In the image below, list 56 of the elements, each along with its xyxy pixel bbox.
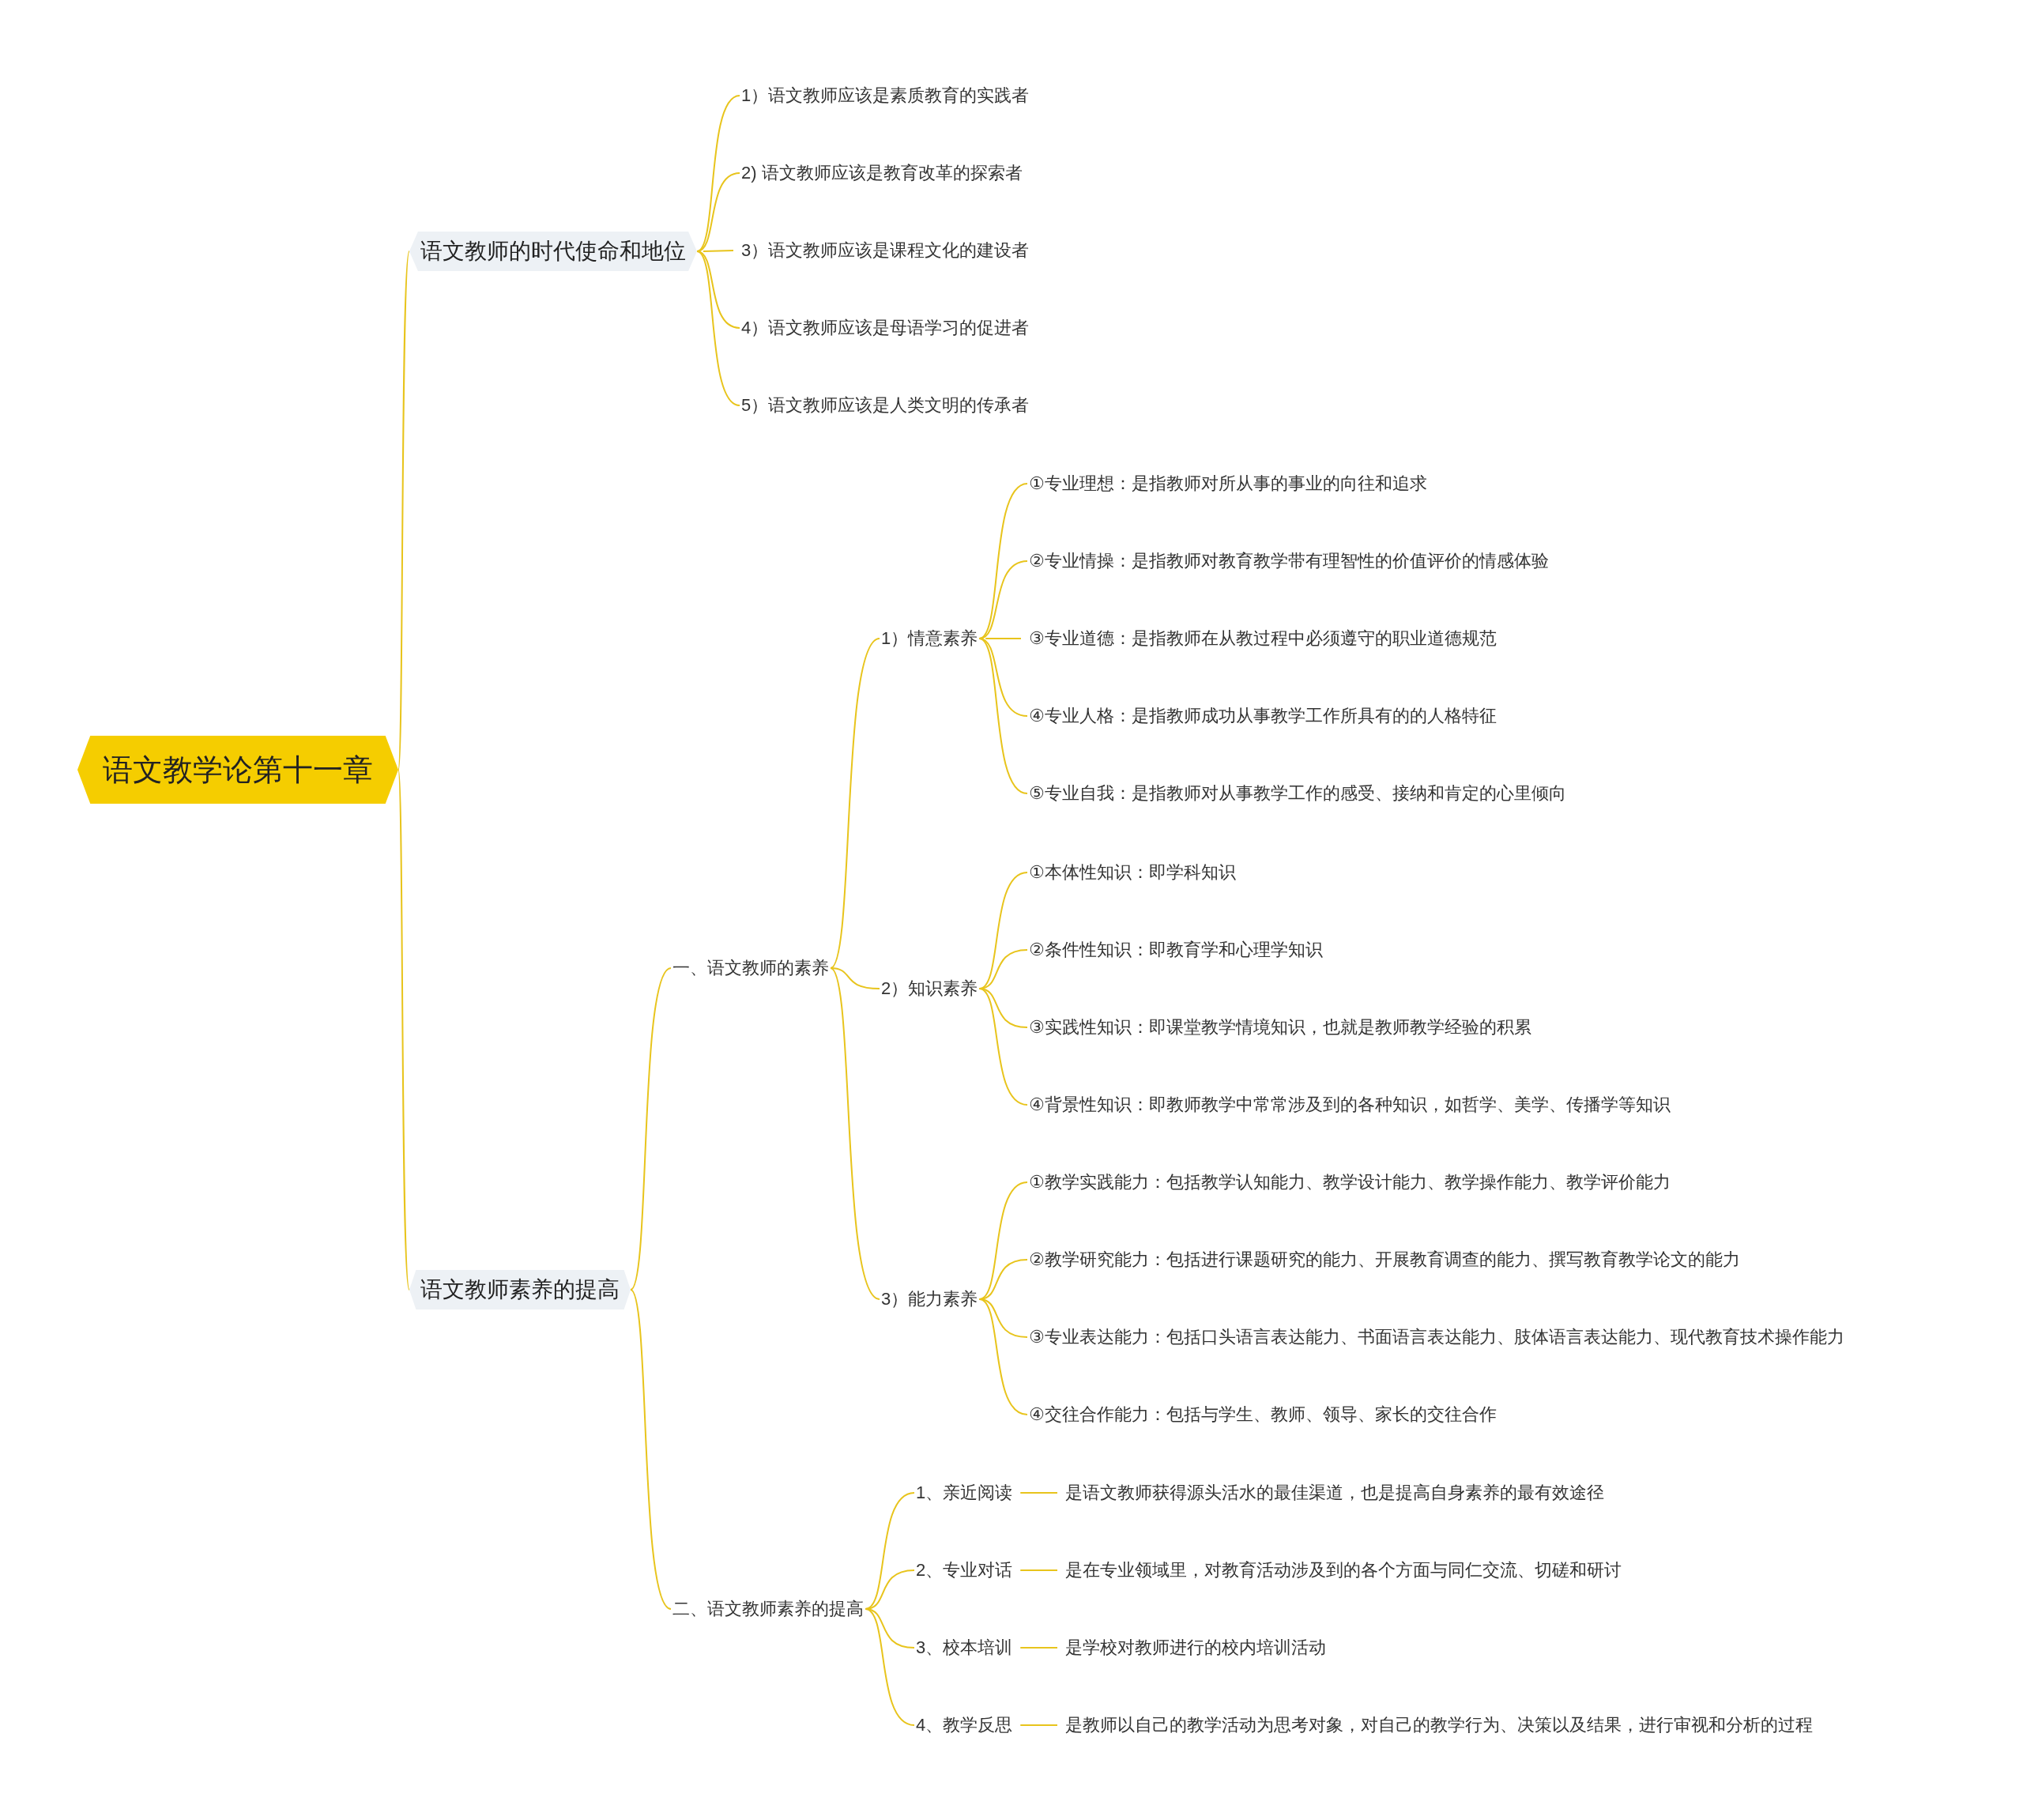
topic-label: ①专业理想：是指教师对所从事的事业的向往和追求 — [1027, 470, 1429, 497]
branch-topic: 语文教师素养的提高 — [409, 1270, 631, 1309]
connector-line — [397, 769, 410, 1291]
topic-label: ①教学实践能力：包括教学认知能力、教学设计能力、教学操作能力、教学评价能力 — [1027, 1169, 1672, 1196]
connector-line — [703, 250, 734, 252]
topic-label: ④专业人格：是指教师成功从事教学工作所具有的的人格特征 — [1027, 703, 1498, 729]
connector-line — [830, 638, 880, 969]
topic-label: 1、亲近阅读 — [914, 1479, 1015, 1506]
connector-line — [865, 1608, 915, 1726]
topic-label: 4）语文教师应该是母语学习的促进者 — [740, 315, 1031, 341]
connector-line — [865, 1492, 915, 1610]
connector-line — [978, 1298, 1028, 1415]
topic-label: 二、语文教师素养的提高 — [671, 1596, 865, 1622]
connector-line — [1019, 1647, 1058, 1649]
topic-label: ④交往合作能力：包括与学生、教师、领导、家长的交往合作 — [1027, 1401, 1498, 1428]
topic-label: 1）情意素养 — [880, 625, 980, 652]
topic-label: ②专业情操：是指教师对教育教学带有理智性的价值评价的情感体验 — [1027, 548, 1550, 575]
topic-label: ②条件性知识：即教育学和心理学知识 — [1027, 936, 1324, 963]
topic-label: ④背景性知识：即教师教学中常常涉及到的各种知识，如哲学、美学、传播学等知识 — [1027, 1091, 1672, 1118]
connector-line — [830, 967, 880, 989]
topic-label: 2）知识素养 — [880, 975, 980, 1002]
topic-label: 是教师以自己的教学活动为思考对象，对自己的教学行为、决策以及结果，进行审视和分析的过程 — [1064, 1712, 1814, 1739]
connector-line — [696, 251, 740, 406]
topic-label: 4、教学反思 — [914, 1712, 1015, 1739]
topic-label: 是语文教师获得源头活水的最佳渠道，也是提高自身素养的最有效途径 — [1064, 1479, 1606, 1506]
connector-line — [1019, 1724, 1058, 1726]
central-topic: 语文教学论第十一章 — [77, 736, 398, 804]
connector-line — [397, 251, 410, 771]
topic-label: 3、校本培训 — [914, 1634, 1015, 1661]
topic-label: 2) 语文教师应该是教育改革的探索者 — [740, 160, 1024, 187]
topic-label: 3）能力素养 — [880, 1286, 980, 1313]
connector-line — [978, 483, 1028, 639]
topic-label: ①本体性知识：即学科知识 — [1027, 859, 1238, 886]
connector-line — [1019, 1569, 1058, 1571]
topic-label: 3）语文教师应该是课程文化的建设者 — [740, 237, 1031, 264]
connector-line — [978, 638, 1028, 794]
topic-label: 是学校对教师进行的校内培训活动 — [1064, 1634, 1328, 1661]
connector-line — [630, 967, 672, 1291]
branch-topic: 语文教师的时代使命和地位 — [409, 232, 697, 271]
topic-label: ③专业表达能力：包括口头语言表达能力、书面语言表达能力、肢体语言表达能力、现代教育技术操作能力 — [1027, 1324, 1846, 1351]
connector-line — [696, 251, 740, 329]
connector-line — [978, 988, 1028, 1106]
connector-line — [830, 967, 880, 1300]
connector-line — [1019, 1492, 1058, 1494]
topic-label: 是在专业领域里，对教育活动涉及到的各个方面与同仁交流、切磋和研讨 — [1064, 1557, 1623, 1584]
topic-label: 一、语文教师的素养 — [671, 955, 831, 982]
topic-label: ⑤专业自我：是指教师对从事教学工作的感受、接纳和肯定的心里倾向 — [1027, 780, 1568, 807]
connector-line — [696, 172, 740, 252]
connector-line — [630, 1289, 672, 1610]
topic-label: 2、专业对话 — [914, 1557, 1015, 1584]
topic-label: ③专业道德：是指教师在从教过程中必须遵守的职业道德规范 — [1027, 625, 1498, 652]
topic-label: ②教学研究能力：包括进行课题研究的能力、开展教育调查的能力、撰写教育教学论文的能力 — [1027, 1246, 1742, 1273]
topic-label: 1）语文教师应该是素质教育的实践者 — [740, 82, 1031, 109]
connector-line — [985, 638, 1022, 639]
topic-label: ③实践性知识：即课堂教学情境知识，也就是教师教学经验的积累 — [1027, 1014, 1533, 1041]
topic-label: 5）语文教师应该是人类文明的传承者 — [740, 392, 1031, 419]
